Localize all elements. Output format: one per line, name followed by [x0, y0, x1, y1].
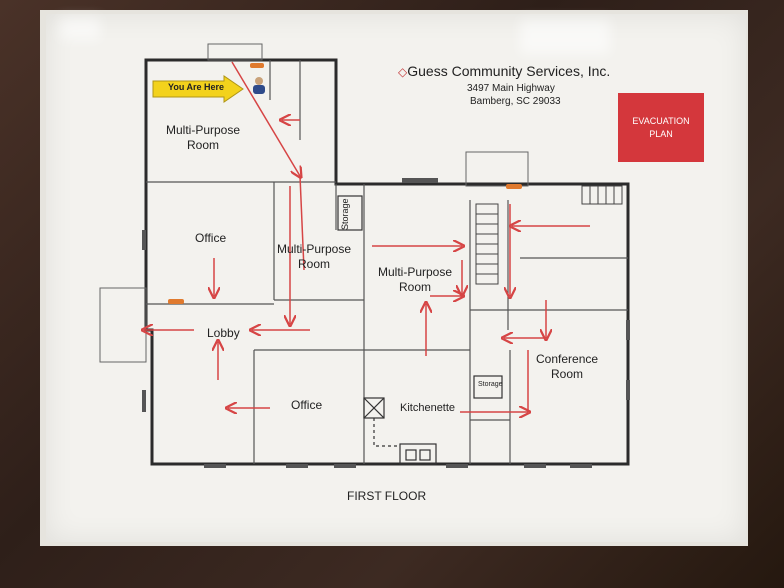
you-are-here-label: You Are Here [168, 82, 225, 92]
glass-glare [520, 20, 610, 54]
room-label-lobby: Lobby [207, 326, 240, 340]
outer-walls [144, 58, 630, 466]
extinguisher-markers [168, 63, 522, 304]
company-address-line1: 3497 Main Highway [467, 83, 555, 94]
company-name: ◇Guess Community Services, Inc. [398, 63, 611, 79]
interior-walls [146, 60, 628, 464]
room-label-office-2: Office [291, 398, 323, 412]
you-are-here-arrow-icon [152, 75, 244, 103]
evacuation-routes [144, 61, 590, 412]
company-address-line2: Bamberg, SC 29033 [470, 96, 561, 107]
room-label-storage-1: Storage [340, 198, 350, 230]
glass-glare [60, 18, 100, 40]
kitchen-fixtures [337, 195, 503, 465]
room-label-storage-2: Storage [478, 381, 503, 388]
person-icon [253, 77, 265, 94]
floor-label: FIRST FLOOR [347, 489, 427, 503]
room-label-office-1: Office [195, 231, 227, 245]
window-markers [142, 178, 630, 468]
stairs [475, 185, 623, 285]
diamond-icon: ◇ [398, 65, 408, 79]
room-label-kitchenette: Kitchenette [400, 402, 456, 414]
